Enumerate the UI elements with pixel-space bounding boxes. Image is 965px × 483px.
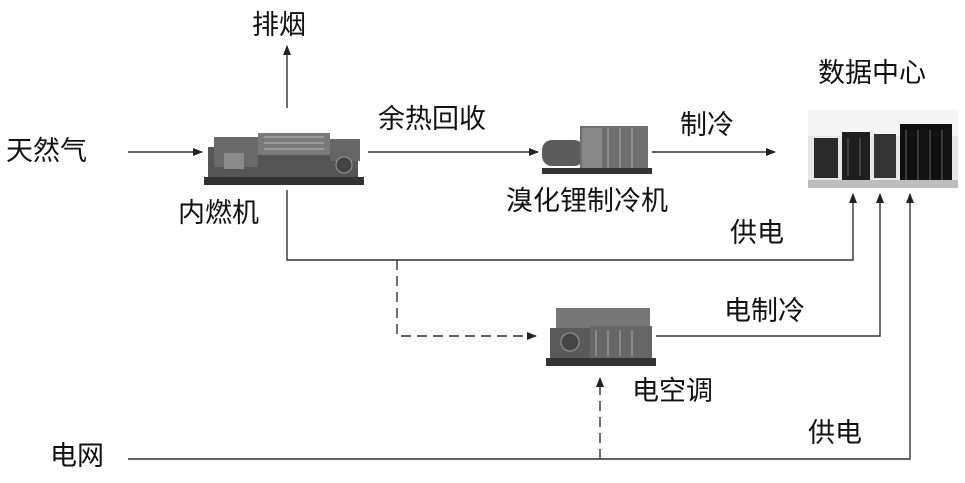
electric-cooling-label: 电制冷	[724, 296, 805, 327]
cooling-label: 制冷	[680, 110, 734, 141]
electric-ac-image	[546, 308, 656, 366]
internal-combustion-engine-image	[204, 133, 364, 185]
grid-power-supply-label: 供电	[808, 418, 862, 449]
engine-label: 内燃机	[178, 198, 259, 229]
natural-gas-label: 天然气	[6, 136, 87, 167]
data-center-label: 数据中心	[818, 58, 926, 89]
data-center-image	[808, 110, 958, 188]
electric-cooling-line	[656, 193, 884, 337]
grid-label: 电网	[50, 441, 104, 472]
engine-power-line	[286, 190, 857, 261]
power-supply-label: 供电	[730, 218, 784, 249]
engine-to-ac-dashed-line	[396, 260, 537, 340]
heat-recovery-label: 余热回收	[378, 104, 486, 135]
electric-ac-label: 电空调	[632, 376, 713, 407]
exhaust-label: 排烟	[252, 10, 306, 41]
libr-chiller-image	[542, 126, 652, 174]
grid-power-line	[128, 193, 914, 460]
libr-chiller-label: 溴化锂制冷机	[506, 186, 668, 217]
